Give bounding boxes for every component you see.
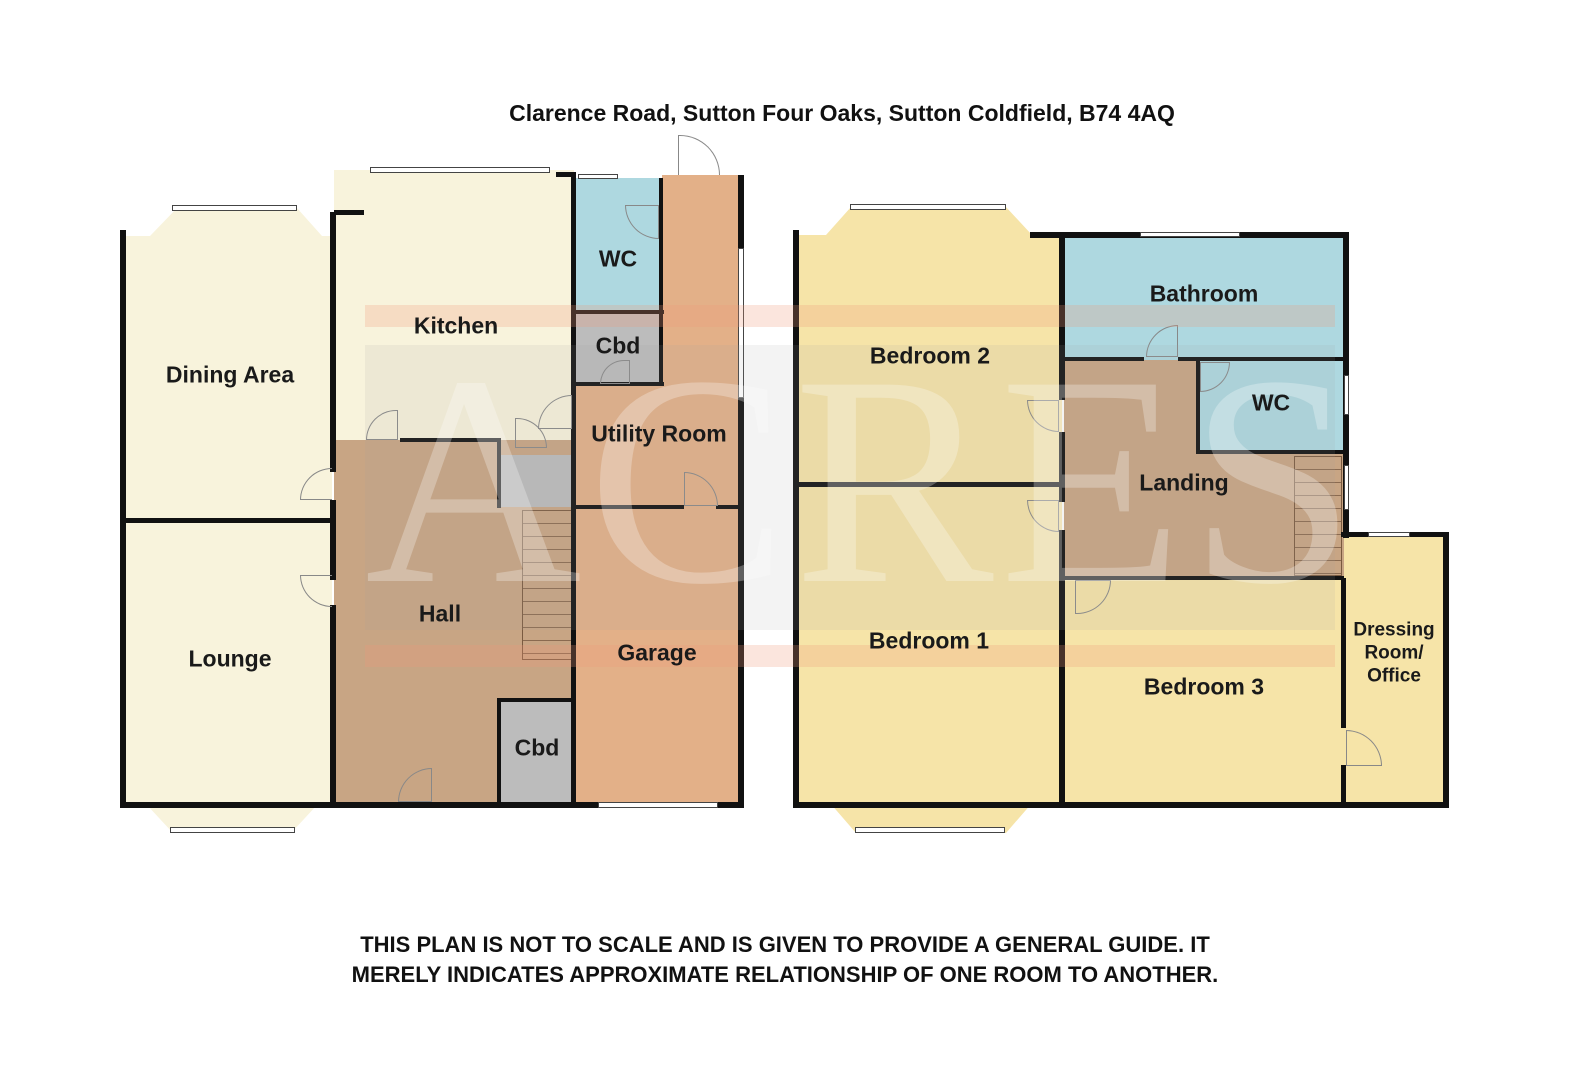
wall [334, 210, 364, 215]
wall [1196, 450, 1346, 454]
wall [497, 698, 573, 702]
window [578, 174, 618, 179]
wall [330, 605, 336, 805]
label-cbd-upper: Cbd [595, 332, 641, 359]
window [1368, 532, 1410, 537]
property-address: Clarence Road, Sutton Four Oaks, Sutton … [509, 100, 1175, 126]
label-lounge: Lounge [188, 645, 272, 672]
wall [793, 230, 799, 807]
label-dressing-room: Dressing Room/ Office [1353, 619, 1435, 687]
wall [738, 175, 744, 808]
room-garage [574, 508, 740, 804]
wall [571, 172, 576, 808]
wall [1196, 360, 1200, 454]
window [855, 827, 1005, 833]
room-bedroom-2 [796, 207, 1062, 485]
ground-stairs [522, 510, 572, 660]
room-lounge [122, 520, 332, 832]
room-cupboard-under-stairs [500, 455, 574, 507]
window [738, 248, 744, 398]
wall [574, 310, 664, 314]
label-bedroom-3: Bedroom 3 [1143, 673, 1265, 700]
room-kitchen [334, 170, 574, 442]
wall [330, 212, 336, 472]
wall [400, 438, 500, 442]
wall [1443, 532, 1449, 808]
wall [120, 802, 744, 808]
first-stairs [1294, 456, 1342, 576]
wall [120, 518, 334, 523]
label-bedroom-2: Bedroom 2 [869, 342, 991, 369]
room-dining-area [122, 208, 332, 520]
wall [659, 178, 663, 383]
room-landing [1064, 360, 1198, 578]
label-wc-ground: WC [598, 245, 638, 272]
room-wc-ground [574, 178, 662, 312]
window [370, 167, 550, 173]
window [170, 827, 295, 833]
wall [1059, 432, 1065, 502]
label-dining-area: Dining Area [165, 361, 295, 388]
wall [1341, 765, 1346, 805]
wall [796, 482, 1062, 487]
wall [497, 438, 501, 508]
disclaimer: THIS PLAN IS NOT TO SCALE AND IS GIVEN T… [351, 932, 1219, 987]
wall [574, 505, 684, 509]
label-landing: Landing [1139, 469, 1229, 496]
wall [1341, 578, 1346, 728]
label-cbd-lower: Cbd [514, 734, 560, 761]
label-hall: Hall [418, 600, 462, 627]
window [1344, 375, 1349, 415]
wall [1064, 576, 1344, 580]
wall [574, 382, 664, 386]
window [1140, 232, 1240, 237]
label-bedroom-1: Bedroom 1 [868, 627, 990, 654]
window [1344, 465, 1349, 510]
wall [1059, 530, 1065, 806]
room-bedroom-1 [796, 485, 1062, 833]
room-bathroom [1064, 236, 1346, 360]
window [598, 802, 718, 808]
label-garage: Garage [617, 639, 697, 666]
wall [793, 802, 1449, 808]
wall [330, 500, 336, 580]
window [172, 205, 297, 211]
label-wc-first: WC [1251, 389, 1291, 416]
side-door[interactable] [678, 135, 720, 175]
room-bedroom-3 [1064, 578, 1344, 804]
wall [497, 698, 501, 804]
wall [1178, 357, 1346, 361]
wall [1059, 232, 1065, 400]
wall [556, 172, 576, 177]
label-kitchen: Kitchen [413, 312, 499, 339]
wall [1064, 357, 1144, 361]
room-cbd-lower [500, 700, 574, 804]
window [850, 204, 1006, 210]
wall [716, 505, 740, 509]
label-utility-room: Utility Room [591, 420, 727, 447]
label-bathroom: Bathroom [1149, 280, 1259, 307]
